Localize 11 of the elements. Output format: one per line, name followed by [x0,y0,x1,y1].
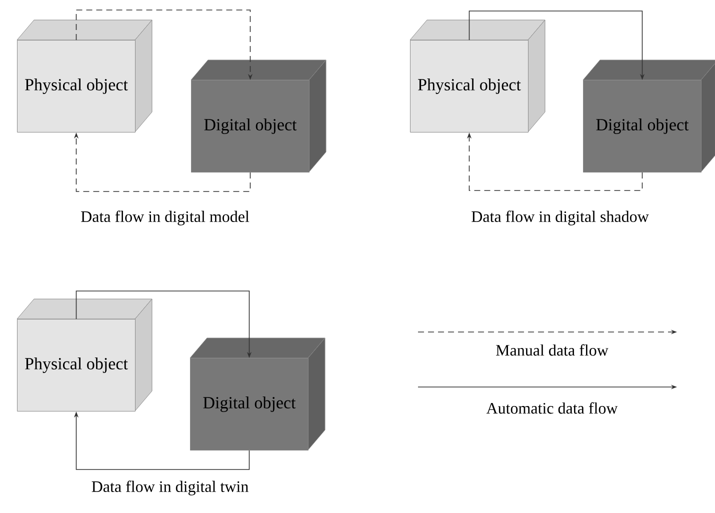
cube-box: Physical object [16,20,152,132]
caption: Data flow in digital model [81,210,250,226]
legend-text: Manual data flow [496,344,608,356]
legend-text: Automatic data flow [486,402,618,414]
caption: Data flow in digital twin [92,480,248,496]
cube-box: Physical object [410,20,546,132]
cube-box: Digital object [190,60,326,172]
cube-box: Digital object [582,60,715,172]
cube-box: Digital object [190,338,326,450]
caption: Data flow in digital shadow [472,210,649,226]
cube-box: Physical object [16,298,152,412]
